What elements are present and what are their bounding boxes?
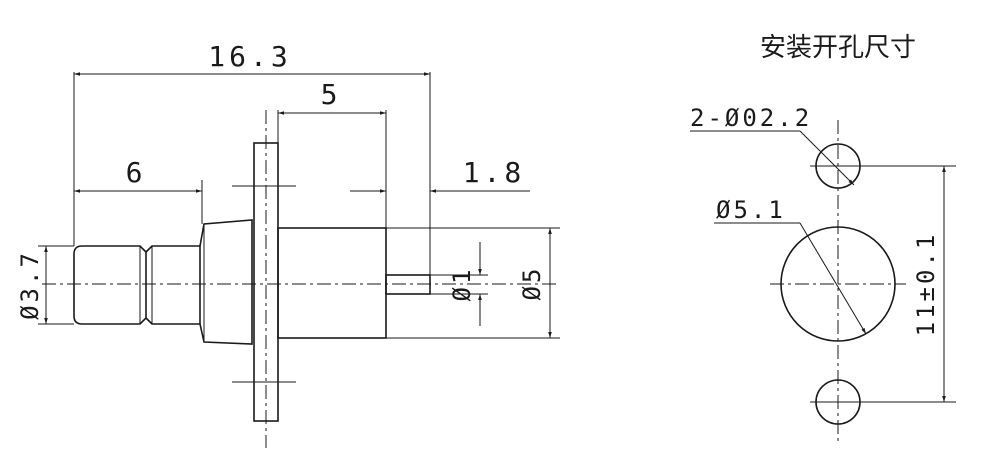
- cutout-title: 安装开孔尺寸: [760, 33, 916, 63]
- dim-pin-length: 1.8: [463, 156, 526, 189]
- dim-plug-dia: Ø3.7: [16, 250, 44, 320]
- rear-body: [277, 227, 387, 339]
- dim-small-holes: 2-Ø02.2: [690, 104, 812, 132]
- dim-pin-dia: Ø1: [448, 267, 476, 302]
- leader-small-holes: [799, 130, 855, 186]
- dim-plug-length: 6: [126, 156, 147, 189]
- dim-hole-spacing: 11±0.1: [912, 232, 940, 337]
- dim-center-hole: Ø5.1: [716, 196, 786, 224]
- plug-body: [73, 245, 147, 325]
- dim-body-length: 5: [321, 78, 342, 111]
- pin: [385, 274, 431, 295]
- plug-groove: [145, 245, 201, 325]
- mounting-cutout-view: 安装开孔尺寸 2-Ø02.2 Ø5.1 11±0.1: [690, 33, 956, 445]
- dim-overall-length: 16.3: [208, 40, 291, 73]
- dim-body-dia: Ø5: [518, 266, 546, 301]
- leader-center-hole: [799, 222, 867, 335]
- neck: [199, 219, 253, 345]
- connector-side-view: 16.3 5 6 1.8 Ø3.7 Ø1 Ø5: [16, 40, 560, 448]
